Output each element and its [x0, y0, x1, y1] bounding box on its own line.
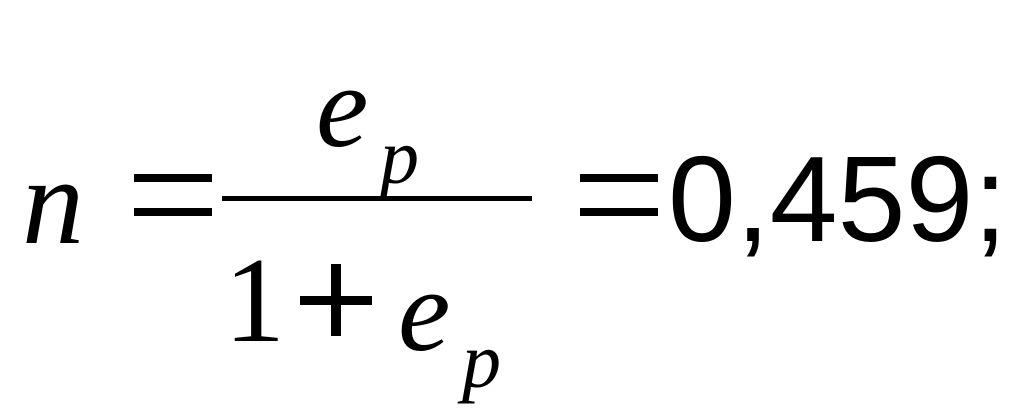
denominator-one: 1: [224, 233, 285, 368]
result-value: 0,459;: [668, 131, 1008, 267]
fraction-line: [222, 196, 532, 201]
plus-sign-vertical: [331, 264, 341, 336]
equals-sign-bottom-bar: [134, 208, 212, 216]
equals-sign-top-bar: [134, 174, 212, 182]
second-equals-sign-top-bar: [580, 174, 658, 182]
variable-n: n: [22, 133, 84, 270]
denominator-subscript-p: p: [462, 317, 501, 404]
numerator-e: e: [316, 41, 369, 172]
denominator-e: e: [398, 245, 451, 376]
second-equals-sign-bottom-bar: [580, 208, 658, 216]
numerator-subscript-p: p: [380, 113, 419, 200]
